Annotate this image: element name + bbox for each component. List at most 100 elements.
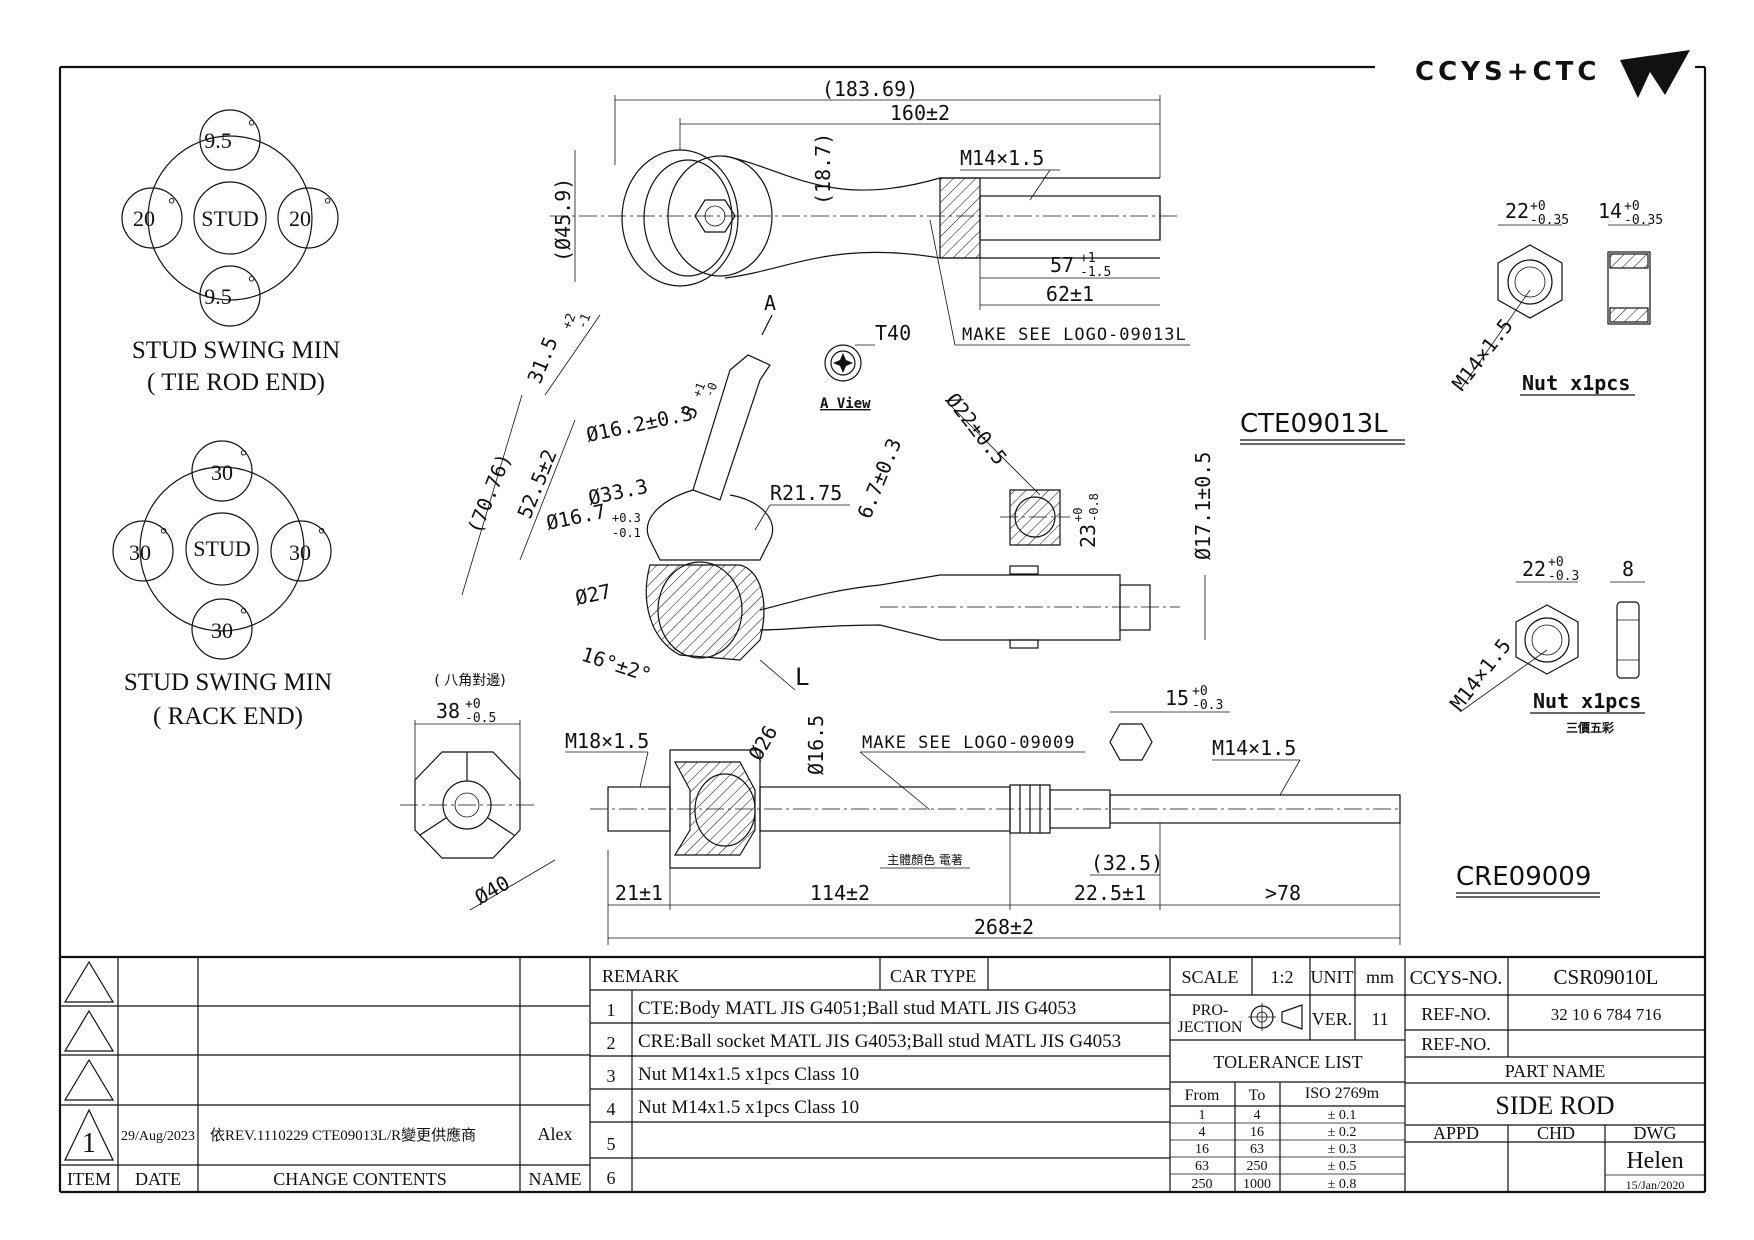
svg-text:REF-NO.: REF-NO.	[1421, 1004, 1491, 1024]
rack-end-side-view: M18×1.5 Ø26 Ø16.5 MAKE SEE LOGO-09009 15…	[565, 684, 1401, 945]
svg-text:R21.75: R21.75	[770, 481, 842, 505]
svg-text:(32.5): (32.5)	[1091, 851, 1163, 875]
svg-text:1: 1	[82, 1128, 96, 1159]
svg-text:ITEM: ITEM	[67, 1169, 111, 1189]
svg-text:-0.8: -0.8	[1087, 493, 1101, 522]
svg-text:°: °	[248, 116, 255, 136]
svg-text:-0.5: -0.5	[465, 711, 496, 726]
svg-text:DATE: DATE	[135, 1169, 181, 1189]
svg-text:SIDE ROD: SIDE ROD	[1495, 1091, 1614, 1120]
svg-text:268±2: 268±2	[974, 915, 1034, 939]
nut-detail-2: 22 +0 -0.3 8 M14×1.5 Nut x1pcs 三價五彩	[1445, 555, 1645, 735]
svg-text:16: 16	[1250, 1125, 1264, 1140]
svg-text:Ø40: Ø40	[471, 870, 514, 909]
svg-text:22.5±1: 22.5±1	[1074, 881, 1146, 905]
svg-text:°: °	[160, 524, 167, 544]
svg-text:°: °	[168, 194, 175, 214]
svg-text:15: 15	[1165, 686, 1189, 710]
svg-text:Ø26: Ø26	[744, 721, 783, 764]
svg-text:9.5: 9.5	[204, 128, 232, 153]
svg-text:-0.35: -0.35	[1624, 213, 1663, 228]
svg-text:+0.3: +0.3	[612, 511, 641, 525]
spec-block: SCALE 1:2 UNIT mm PRO- JECTION VER. 11 T…	[1170, 957, 1406, 1192]
svg-text:(183.69): (183.69)	[822, 77, 918, 101]
svg-text:-0.35: -0.35	[1530, 213, 1569, 228]
svg-text:NAME: NAME	[529, 1169, 582, 1189]
svg-text:PRO-: PRO-	[1192, 1002, 1228, 1019]
revision-table: 1 29/Aug/2023 依REV.1110229 CTE09013L/R變更…	[60, 957, 591, 1192]
svg-text:4: 4	[1199, 1125, 1206, 1140]
svg-text:30: 30	[211, 618, 233, 643]
svg-text:63: 63	[1195, 1159, 1209, 1174]
svg-text:Ø16.7: Ø16.7	[544, 499, 608, 535]
svg-text:57: 57	[1050, 253, 1074, 277]
svg-text:-1: -1	[575, 311, 595, 331]
svg-text:+0: +0	[1548, 555, 1564, 570]
svg-text:°: °	[324, 194, 331, 214]
svg-text:依REV.1110229 CTE09013L/R變更供應商: 依REV.1110229 CTE09013L/R變更供應商	[210, 1126, 476, 1144]
svg-text:23: 23	[1076, 524, 1100, 548]
svg-text:32 10 6 784 716: 32 10 6 784 716	[1551, 1005, 1662, 1024]
svg-text:-0: -0	[702, 380, 720, 399]
svg-text:63: 63	[1250, 1142, 1264, 1157]
svg-text:M14×1.5: M14×1.5	[1212, 736, 1296, 760]
svg-text:M14×1.5: M14×1.5	[1445, 634, 1516, 715]
svg-text:Nut x1pcs: Nut x1pcs	[1533, 689, 1641, 713]
svg-text:From: From	[1185, 1087, 1220, 1104]
svg-text:6: 6	[607, 1168, 616, 1188]
svg-text:L: L	[795, 663, 809, 691]
svg-text:9.5: 9.5	[204, 284, 232, 309]
svg-text:CCYS-NO.: CCYS-NO.	[1410, 967, 1503, 989]
svg-text:+1: +1	[1080, 251, 1096, 266]
svg-text:14: 14	[1598, 199, 1622, 223]
part-code-rack-end: CRE09009	[1456, 862, 1600, 898]
svg-text:22: 22	[1505, 199, 1529, 223]
svg-text:3: 3	[607, 1066, 616, 1086]
svg-text:16: 16	[1195, 1142, 1209, 1157]
svg-text:SCALE: SCALE	[1181, 967, 1238, 987]
svg-text:CRE09009: CRE09009	[1456, 862, 1591, 892]
sheet-border	[58, 65, 1707, 1194]
svg-text:1: 1	[1199, 1108, 1206, 1123]
svg-text:APPD: APPD	[1433, 1123, 1479, 1143]
svg-text:STUD: STUD	[193, 536, 250, 561]
svg-text:CTE:Body MATL JIS G4051;Ball s: CTE:Body MATL JIS G4051;Ball stud MATL J…	[638, 998, 1076, 1019]
svg-text:+0: +0	[1071, 508, 1085, 522]
svg-text:CSR09010L: CSR09010L	[1553, 965, 1658, 989]
svg-text:( 八角對邊): ( 八角對邊)	[434, 673, 505, 689]
svg-text:+2: +2	[560, 311, 580, 331]
svg-text:20: 20	[133, 206, 155, 231]
svg-text:( TIE ROD END): ( TIE ROD END)	[147, 369, 325, 396]
svg-text:VER.: VER.	[1312, 1009, 1353, 1029]
svg-text:+0: +0	[1530, 199, 1546, 214]
svg-text:TOLERANCE LIST: TOLERANCE LIST	[1213, 1052, 1362, 1072]
svg-text:20: 20	[289, 206, 311, 231]
svg-text:+0: +0	[1192, 684, 1208, 699]
svg-text:MAKE SEE LOGO-09009: MAKE SEE LOGO-09009	[862, 733, 1075, 753]
svg-text:CTE09013L: CTE09013L	[1240, 409, 1388, 439]
svg-text:2: 2	[607, 1033, 616, 1053]
svg-text:160±2: 160±2	[890, 101, 950, 125]
svg-text:8: 8	[1622, 557, 1634, 581]
svg-text:38: 38	[436, 699, 460, 723]
svg-text:UNIT: UNIT	[1311, 967, 1354, 987]
svg-text:250: 250	[1247, 1159, 1268, 1174]
svg-text:Helen: Helen	[1626, 1148, 1683, 1174]
svg-text:M18×1.5: M18×1.5	[565, 729, 649, 753]
svg-text:CHANGE CONTENTS: CHANGE CONTENTS	[273, 1169, 447, 1189]
svg-text:°: °	[248, 272, 255, 292]
svg-text:± 0.5: ± 0.5	[1328, 1159, 1357, 1174]
svg-text:± 0.1: ± 0.1	[1328, 1108, 1357, 1123]
svg-text:Alex: Alex	[538, 1124, 573, 1144]
part-code-tie-rod: CTE09013L	[1240, 409, 1405, 445]
svg-text:三價五彩: 三價五彩	[1566, 720, 1614, 735]
svg-text:STUD SWING MIN: STUD SWING MIN	[132, 337, 340, 364]
svg-text:(Ø45.9): (Ø45.9)	[551, 178, 575, 262]
svg-text:DWG: DWG	[1634, 1123, 1677, 1143]
svg-text:M14×1.5: M14×1.5	[960, 146, 1044, 170]
svg-text:ISO 2769m: ISO 2769m	[1305, 1085, 1380, 1102]
svg-text:主體顏色 電著: 主體顏色 電著	[887, 852, 963, 867]
svg-text:1000: 1000	[1243, 1177, 1271, 1192]
svg-text:To: To	[1249, 1087, 1266, 1104]
svg-text:CRE:Ball socket MATL JIS G4053: CRE:Ball socket MATL JIS G4053;Ball stud…	[638, 1031, 1121, 1052]
